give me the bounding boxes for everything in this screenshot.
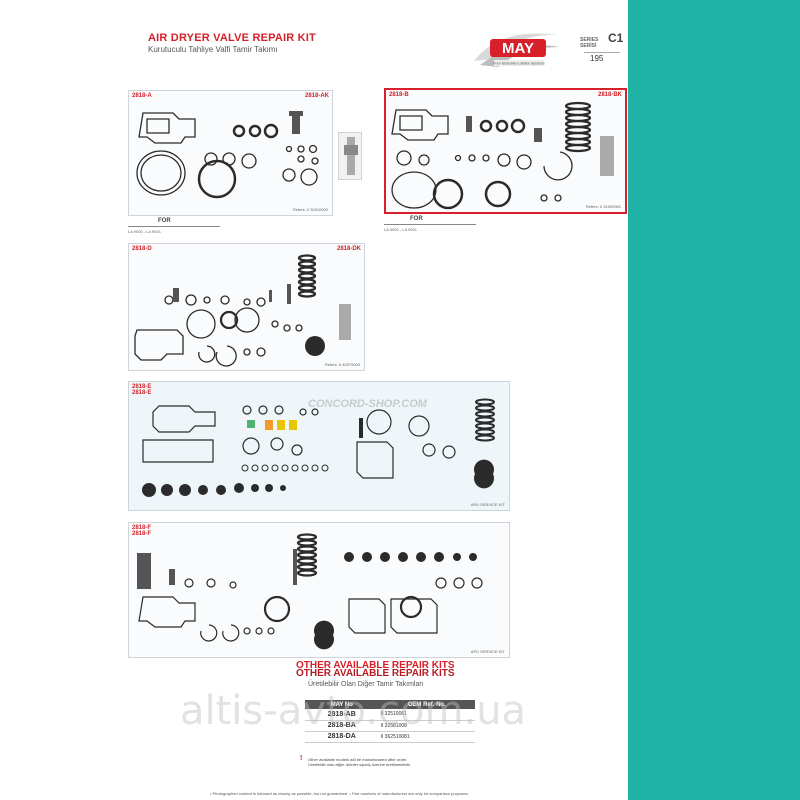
kit-code: 2818-D <box>132 246 152 252</box>
series-indicator: SERIES SERİSİ C1 195 <box>580 30 624 70</box>
logo-tagline: Fren Sistemleri | Brake Systems <box>493 62 544 66</box>
kit-reference: Refers: II 32500061 <box>585 204 621 209</box>
oem-number: II 32581008 <box>378 720 475 732</box>
page-subtitle: Kurutuculu Tahliye Valfi Tamir Takımı <box>148 45 278 54</box>
compatible-models: LA 9000 - LA 9001 <box>128 229 161 234</box>
kit-code-secondary: 2818-E <box>132 390 152 396</box>
may-number: 2818-DA <box>305 731 379 743</box>
may-logo: MAY Fren Sistemleri | Brake Systems <box>470 25 562 77</box>
kit-reference: Refers: II 40975000 <box>324 362 360 367</box>
kit-reference: APU SERVICE KIT <box>470 502 505 507</box>
order-note-tr: Üretilebilir olan diğer ürünler sipariş … <box>308 762 412 767</box>
kit-code: 2818-A <box>132 93 152 99</box>
table-row: 2818-DA II 362510081 <box>305 731 475 743</box>
kit-parts-illustration <box>142 398 495 497</box>
kit-parts-illustration <box>136 111 319 199</box>
page-footer: • Photographed content is followed as cl… <box>210 791 469 796</box>
kit-reference: APU SERVICE KIT <box>470 649 505 654</box>
catalog-page: AIR DRYER VALVE REPAIR KIT Kurutuculu Ta… <box>128 25 627 796</box>
compatible-models: LA 9000 - LA 9001 <box>384 227 417 232</box>
series-code: C1 <box>608 31 624 45</box>
kit-parts-illustration <box>137 533 483 650</box>
may-number: 2818-AB <box>305 709 379 721</box>
kit-code: 2818-E <box>132 384 152 390</box>
kit-code-alt: 2818-AK <box>304 93 329 99</box>
kit-panel-2818-b: 2818-B 2818-BK <box>384 88 627 214</box>
series-label-en: SERIES <box>580 37 599 43</box>
logo-brand-text: MAY <box>502 40 534 57</box>
kit-panel-2818-a: 2818-A 2818-AK Ref <box>128 90 333 216</box>
col-header-oem: OEM Ref. No. <box>378 700 475 709</box>
kit-panel-2818-d: 2818-D 2818-DK Refers: II 40975000 <box>128 243 365 371</box>
table-header-row: MAY No OEM Ref. No. <box>305 700 475 709</box>
table-row: 2818-AB II 32510061 <box>305 709 475 721</box>
divider <box>584 52 620 53</box>
oem-number: II 32510061 <box>378 709 475 721</box>
col-header-may: MAY No <box>305 700 379 709</box>
kit-valve-photo-a <box>338 132 362 180</box>
oem-number: II 362510081 <box>378 731 475 743</box>
other-kits-title: OTHER AVAILABLE REPAIR KITS <box>296 660 455 671</box>
other-kits-table: MAY No OEM Ref. No. 2818-AB II 32510061 … <box>305 700 475 743</box>
for-label: FOR <box>410 216 423 222</box>
kit-code-alt: 2818-BK <box>597 92 622 98</box>
kit-parts-illustration <box>391 101 614 210</box>
kit-code: 2818-F <box>132 525 152 531</box>
kit-reference: Refers: II 32510000 <box>292 207 328 212</box>
warning-icon: ! <box>300 755 303 762</box>
other-kits-subtitle: Üretilebilir Olan Diğer Tamir Takımları <box>308 681 424 688</box>
watermark-text: CONCORD-SHOP.COM <box>308 398 427 410</box>
may-number: 2818-BA <box>305 720 379 732</box>
kit-code-secondary: 2818-F <box>132 531 152 537</box>
valve-cylinder-image <box>344 137 358 175</box>
divider <box>128 226 220 227</box>
page-title: AIR DRYER VALVE REPAIR KIT <box>148 32 316 44</box>
for-label: FOR <box>158 218 171 224</box>
order-note-en: Other available models will be manufactu… <box>308 757 408 762</box>
side-color-band <box>628 0 800 800</box>
kit-panel-2818-f: 2818-F 2818-F <box>128 522 510 658</box>
watermark-text: altis-avto.com.ua <box>180 688 527 734</box>
series-label-tr: SERİSİ <box>580 43 597 49</box>
divider <box>384 224 476 225</box>
kit-code: 2818-B <box>389 92 409 98</box>
order-note: Other available models will be manufactu… <box>308 757 411 767</box>
other-kits-title-shadow: OTHER AVAILABLE REPAIR KITS <box>296 668 455 679</box>
table-row: 2818-BA II 32581008 <box>305 720 475 732</box>
kit-panel-2818-e: 2818-E 2818-E <box>128 381 510 511</box>
kit-code-alt: 2818-DK <box>336 246 361 252</box>
kit-parts-illustration <box>134 254 351 367</box>
page-number: 195 <box>590 54 604 63</box>
